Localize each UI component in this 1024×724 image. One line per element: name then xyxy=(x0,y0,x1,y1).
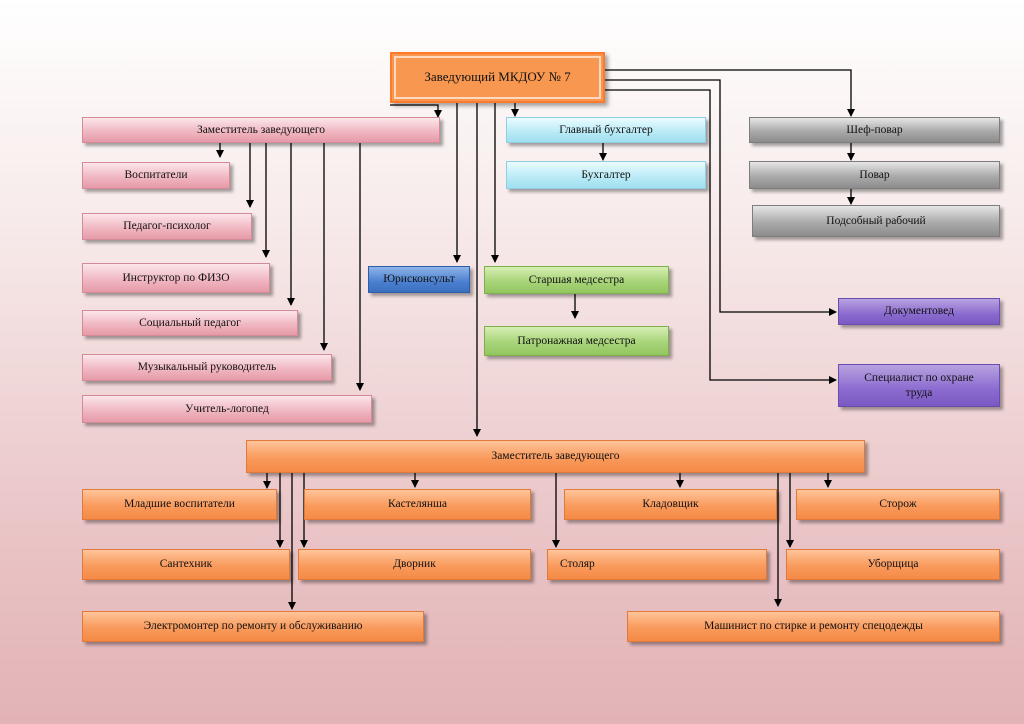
accountant-node: Бухгалтер xyxy=(506,161,706,189)
kitchen-helper-node: Подсобный рабочий xyxy=(752,205,1000,237)
cook-node: Повар xyxy=(749,161,1000,189)
safety-specialist-node: Специалист по охране труда xyxy=(838,364,1000,407)
cleaner-node: Уборщица xyxy=(786,549,1000,580)
carpenter-node: Столяр xyxy=(547,549,767,580)
janitor-node: Дворник xyxy=(298,549,531,580)
deputy-top-node: Заместитель заведующего xyxy=(82,117,440,143)
watchman-node: Сторож xyxy=(796,489,1000,520)
housekeeper-node: Кастелянша xyxy=(304,489,531,520)
deputy-bottom-node: Заместитель заведующего xyxy=(246,440,865,473)
legal-advisor-node: Юрисконсульт xyxy=(368,266,470,293)
psychologist-node: Педагог-психолог xyxy=(82,213,252,240)
pe-instructor-node: Инструктор по ФИЗО xyxy=(82,263,270,293)
educators-node: Воспитатели xyxy=(82,162,230,189)
music-director-node: Музыкальный руководитель xyxy=(82,354,332,381)
plumber-node: Сантехник xyxy=(82,549,290,580)
head-node: Заведующий МКДОУ № 7 xyxy=(390,52,605,103)
storekeeper-node: Кладовщик xyxy=(564,489,777,520)
senior-nurse-node: Старшая медсестра xyxy=(484,266,669,294)
electrician-node: Электромонтер по ремонту и обслуживанию xyxy=(82,611,424,642)
junior-educators-node: Младшие воспитатели xyxy=(82,489,277,520)
visiting-nurse-node: Патронажная медсестра xyxy=(484,326,669,356)
laundry-operator-node: Машинист по стирке и ремонту спецодежды xyxy=(627,611,1000,642)
document-specialist-node: Документовед xyxy=(838,298,1000,325)
chef-node: Шеф-повар xyxy=(749,117,1000,143)
chief-accountant-node: Главный бухгалтер xyxy=(506,117,706,143)
speech-therapist-node: Учитель-логопед xyxy=(82,395,372,423)
social-teacher-node: Социальный педагог xyxy=(82,310,298,336)
